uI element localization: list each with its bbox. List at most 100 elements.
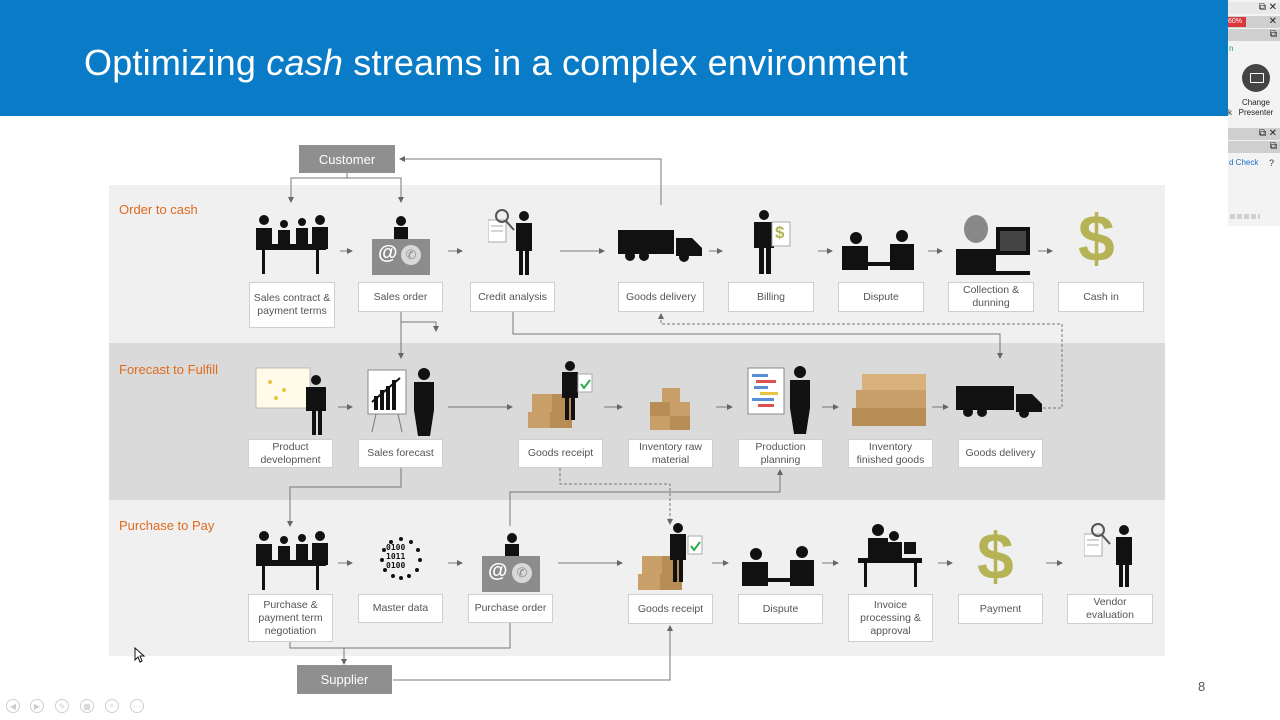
close-icon[interactable]: ✕ <box>1268 2 1277 13</box>
title-text-emphasis: cash <box>266 42 344 83</box>
at-icon: @ <box>488 560 508 582</box>
customer-to-order-line <box>347 177 404 203</box>
panel-fragment-n: n <box>1229 44 1234 53</box>
credit-analysis-icon <box>488 209 532 275</box>
close-icon[interactable]: ✕ <box>1268 128 1277 139</box>
previous-slide-icon[interactable]: ◀ <box>6 699 20 713</box>
dollar-icon: $ <box>977 519 1014 593</box>
pen-icon[interactable]: ✎ <box>55 699 69 713</box>
band-label-forecast-to-fulfill: Forecast to Fulfill <box>119 362 218 377</box>
next-slide-icon[interactable]: ▶ <box>30 699 44 713</box>
meeting-table-icon <box>256 215 328 274</box>
inventory-finished-icon <box>852 374 926 426</box>
supplier-box: Supplier <box>297 665 392 694</box>
panel-row-2: ⧉ ✕ <box>1228 128 1280 140</box>
slide-number: 8 <box>1198 679 1206 694</box>
restore-icon[interactable]: ⧉ <box>1258 2 1266 13</box>
receipt-dashed-line <box>559 468 673 525</box>
binary-line-2: 1011 <box>386 552 406 561</box>
po-to-planning-line <box>509 469 783 526</box>
panel-row-3: ⧉ <box>1228 141 1280 153</box>
panel-scroll-dots <box>1230 214 1260 219</box>
inventory-raw-icon <box>650 388 690 430</box>
zoom-icon[interactable]: ⌕ <box>105 699 119 713</box>
step-text: planning <box>760 453 801 466</box>
more-options-icon[interactable]: ⋯ <box>130 699 144 713</box>
close-icon[interactable]: ✕ <box>1268 16 1277 27</box>
step-text: Inventory <box>868 440 913 453</box>
change-presenter-line2: Presenter <box>1238 108 1274 117</box>
step-sales-order: Sales order <box>358 282 443 312</box>
purchase-to-supplier-line <box>289 642 347 665</box>
change-presenter-line1: Change <box>1241 98 1271 107</box>
vendor-evaluation-icon <box>1084 523 1132 587</box>
goods-receipt-icon <box>638 523 703 590</box>
step-payment: Payment <box>958 594 1043 624</box>
step-text: Inventory raw <box>638 440 703 453</box>
step-text: Collection & <box>962 284 1020 296</box>
step-cash-in: Cash in <box>1058 282 1144 312</box>
step-text: Purchase & <box>263 598 318 611</box>
step-master-data: Master data <box>358 594 443 623</box>
mouse-cursor-icon <box>134 647 146 663</box>
binary-line-3: 0100 <box>386 561 406 570</box>
step-sales-forecast: Sales forecast <box>358 439 443 468</box>
order-side-line <box>401 321 439 332</box>
truck-icon <box>618 230 702 262</box>
po-to-supplier-line <box>344 622 511 649</box>
billing-icon <box>754 210 791 274</box>
see-all-slides-icon[interactable]: ▦ <box>80 699 94 713</box>
step-text: processing & <box>860 611 921 624</box>
supplier-to-receipt-line <box>393 625 673 681</box>
dollar-small-icon: $ <box>775 223 785 242</box>
slide-header: Optimizing cash streams in a complex env… <box>0 0 1228 116</box>
data-dots-icon <box>380 537 422 580</box>
step-text: Product <box>272 440 309 453</box>
delivery-to-customer-line <box>399 156 662 205</box>
customer-to-contract-line <box>288 173 348 203</box>
check-link[interactable]: d Check <box>1229 158 1259 167</box>
step-text: Invoice <box>873 598 908 611</box>
delivery-dashed-line <box>658 313 1063 409</box>
slide-title: Optimizing cash streams in a complex env… <box>84 42 908 84</box>
phone-icon: ✆ <box>401 245 421 265</box>
step-text: negotiation <box>264 624 317 637</box>
step-text: finished goods <box>856 453 925 466</box>
help-icon[interactable]: ? <box>1269 158 1275 168</box>
forecast-to-purchase-line <box>287 468 402 527</box>
production-planning-icon <box>747 366 810 434</box>
step-billing: Billing <box>728 282 814 312</box>
restore-icon[interactable]: ⧉ <box>1258 128 1266 139</box>
restore-icon[interactable]: ⧉ <box>1269 29 1277 40</box>
goods-receipt-icon <box>528 361 593 428</box>
credit-to-delivery-line <box>512 312 1003 359</box>
call-center-icon <box>956 215 1030 275</box>
invoice-processing-icon <box>858 524 922 587</box>
step-goods-receipt-2: Goods receipt <box>628 594 713 624</box>
step-goods-delivery-2: Goods delivery <box>958 439 1043 468</box>
step-purchase-order: Purchase order <box>468 594 553 623</box>
band-label-purchase-to-pay: Purchase to Pay <box>119 518 215 533</box>
step-text: approval <box>870 624 911 637</box>
customer-box: Customer <box>299 145 395 173</box>
step-text: material <box>651 453 690 466</box>
panel-fragment-k: k <box>1228 108 1232 117</box>
meeting-table-icon <box>256 531 328 590</box>
truck-icon <box>956 386 1042 418</box>
change-presenter-icon[interactable] <box>1242 64 1270 92</box>
restore-icon[interactable]: ⧉ <box>1269 141 1277 152</box>
step-text: payment terms <box>257 305 327 317</box>
dispute-meeting-icon <box>742 546 814 586</box>
step-sales-contract: Sales contract &payment terms <box>249 282 335 328</box>
sales-forecast-icon <box>367 368 434 436</box>
dispute-meeting-icon <box>842 230 914 270</box>
step-text: Sales contract & <box>253 292 331 304</box>
